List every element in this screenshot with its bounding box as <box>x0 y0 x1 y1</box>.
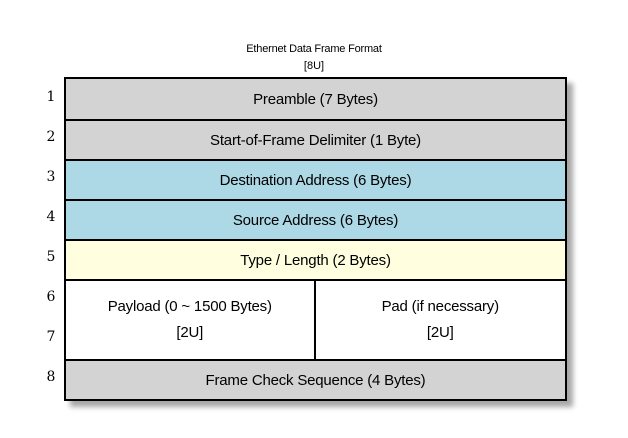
pad-sublabel: [2U] <box>426 324 454 341</box>
diagram-subtitle: [8U] <box>303 60 325 72</box>
cell-pad: Pad (if necessary) [2U] <box>316 281 566 359</box>
pad-label: Pad (if necessary) <box>381 298 499 315</box>
row-number-4: 4 <box>46 209 56 225</box>
row-start-of-frame-delimiter: Start-of-Frame Delimiter (1 Byte) <box>66 119 565 159</box>
row-number-7: 7 <box>46 329 56 345</box>
row-type-length: Type / Length (2 Bytes) <box>66 239 565 279</box>
row-source-address: Source Address (6 Bytes) <box>66 199 565 239</box>
row-destination-address-label: Destination Address (6 Bytes) <box>219 171 412 189</box>
row-number-6: 6 <box>46 289 56 305</box>
row-fcs-label: Frame Check Sequence (4 Bytes) <box>205 371 426 389</box>
cell-payload: Payload (0 ~ 1500 Bytes) [2U] <box>66 281 316 359</box>
frame-table: Preamble (7 Bytes) Start-of-Frame Delimi… <box>64 77 567 401</box>
row-type-length-label: Type / Length (2 Bytes) <box>240 251 391 269</box>
payload-label: Payload (0 ~ 1500 Bytes) <box>107 298 272 315</box>
row-frame-check-sequence: Frame Check Sequence (4 Bytes) <box>66 359 565 399</box>
row-number-3: 3 <box>46 169 56 185</box>
diagram-title: Ethernet Data Frame Format <box>246 43 382 55</box>
row-payload-pad: Payload (0 ~ 1500 Bytes) [2U] Pad (if ne… <box>66 279 565 359</box>
row-number-5: 5 <box>46 249 56 265</box>
row-number-1: 1 <box>46 89 56 105</box>
row-sfd-label: Start-of-Frame Delimiter (1 Byte) <box>210 131 421 149</box>
payload-sublabel: [2U] <box>176 324 204 341</box>
row-number-2: 2 <box>46 129 56 145</box>
row-preamble-label: Preamble (7 Bytes) <box>253 90 378 108</box>
row-source-address-label: Source Address (6 Bytes) <box>232 211 399 229</box>
row-preamble: Preamble (7 Bytes) <box>66 79 565 119</box>
row-destination-address: Destination Address (6 Bytes) <box>66 159 565 199</box>
row-number-8: 8 <box>46 369 56 385</box>
